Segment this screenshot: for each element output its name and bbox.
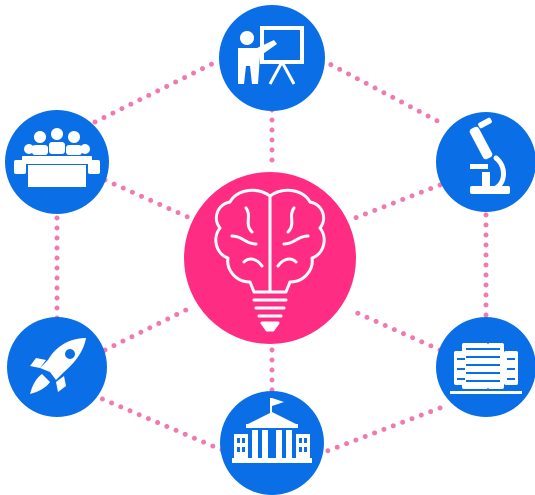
node-circle-upper-right <box>436 112 535 212</box>
node-circle-top <box>219 5 325 111</box>
spoke-upper-right <box>352 182 443 221</box>
connector-upperleft-top <box>92 57 223 125</box>
server-rack-icon <box>450 343 522 394</box>
node-lower-left <box>7 317 107 417</box>
connector-lines <box>54 57 489 456</box>
center-node <box>184 172 356 344</box>
node-circle-bottom <box>220 391 324 495</box>
students-classroom-icon <box>14 128 100 187</box>
rocket-icon <box>30 338 86 394</box>
university-building-icon <box>232 398 312 463</box>
spoke-upper-left <box>102 177 193 221</box>
node-top <box>219 5 325 111</box>
node-upper-left <box>5 110 109 214</box>
node-bottom <box>220 391 324 495</box>
teacher-presentation-icon <box>238 26 304 85</box>
spoke-lower-left <box>102 305 193 353</box>
microscope-icon <box>469 117 510 194</box>
connector-bottom-lowerleft <box>97 395 225 453</box>
node-lower-right <box>436 317 535 417</box>
node-upper-right <box>436 112 535 212</box>
brain-lightbulb-icon <box>214 188 326 332</box>
spoke-lower-right <box>352 309 443 353</box>
connector-lowerright-bottom <box>319 405 443 456</box>
connector-top-upperright <box>319 57 448 128</box>
